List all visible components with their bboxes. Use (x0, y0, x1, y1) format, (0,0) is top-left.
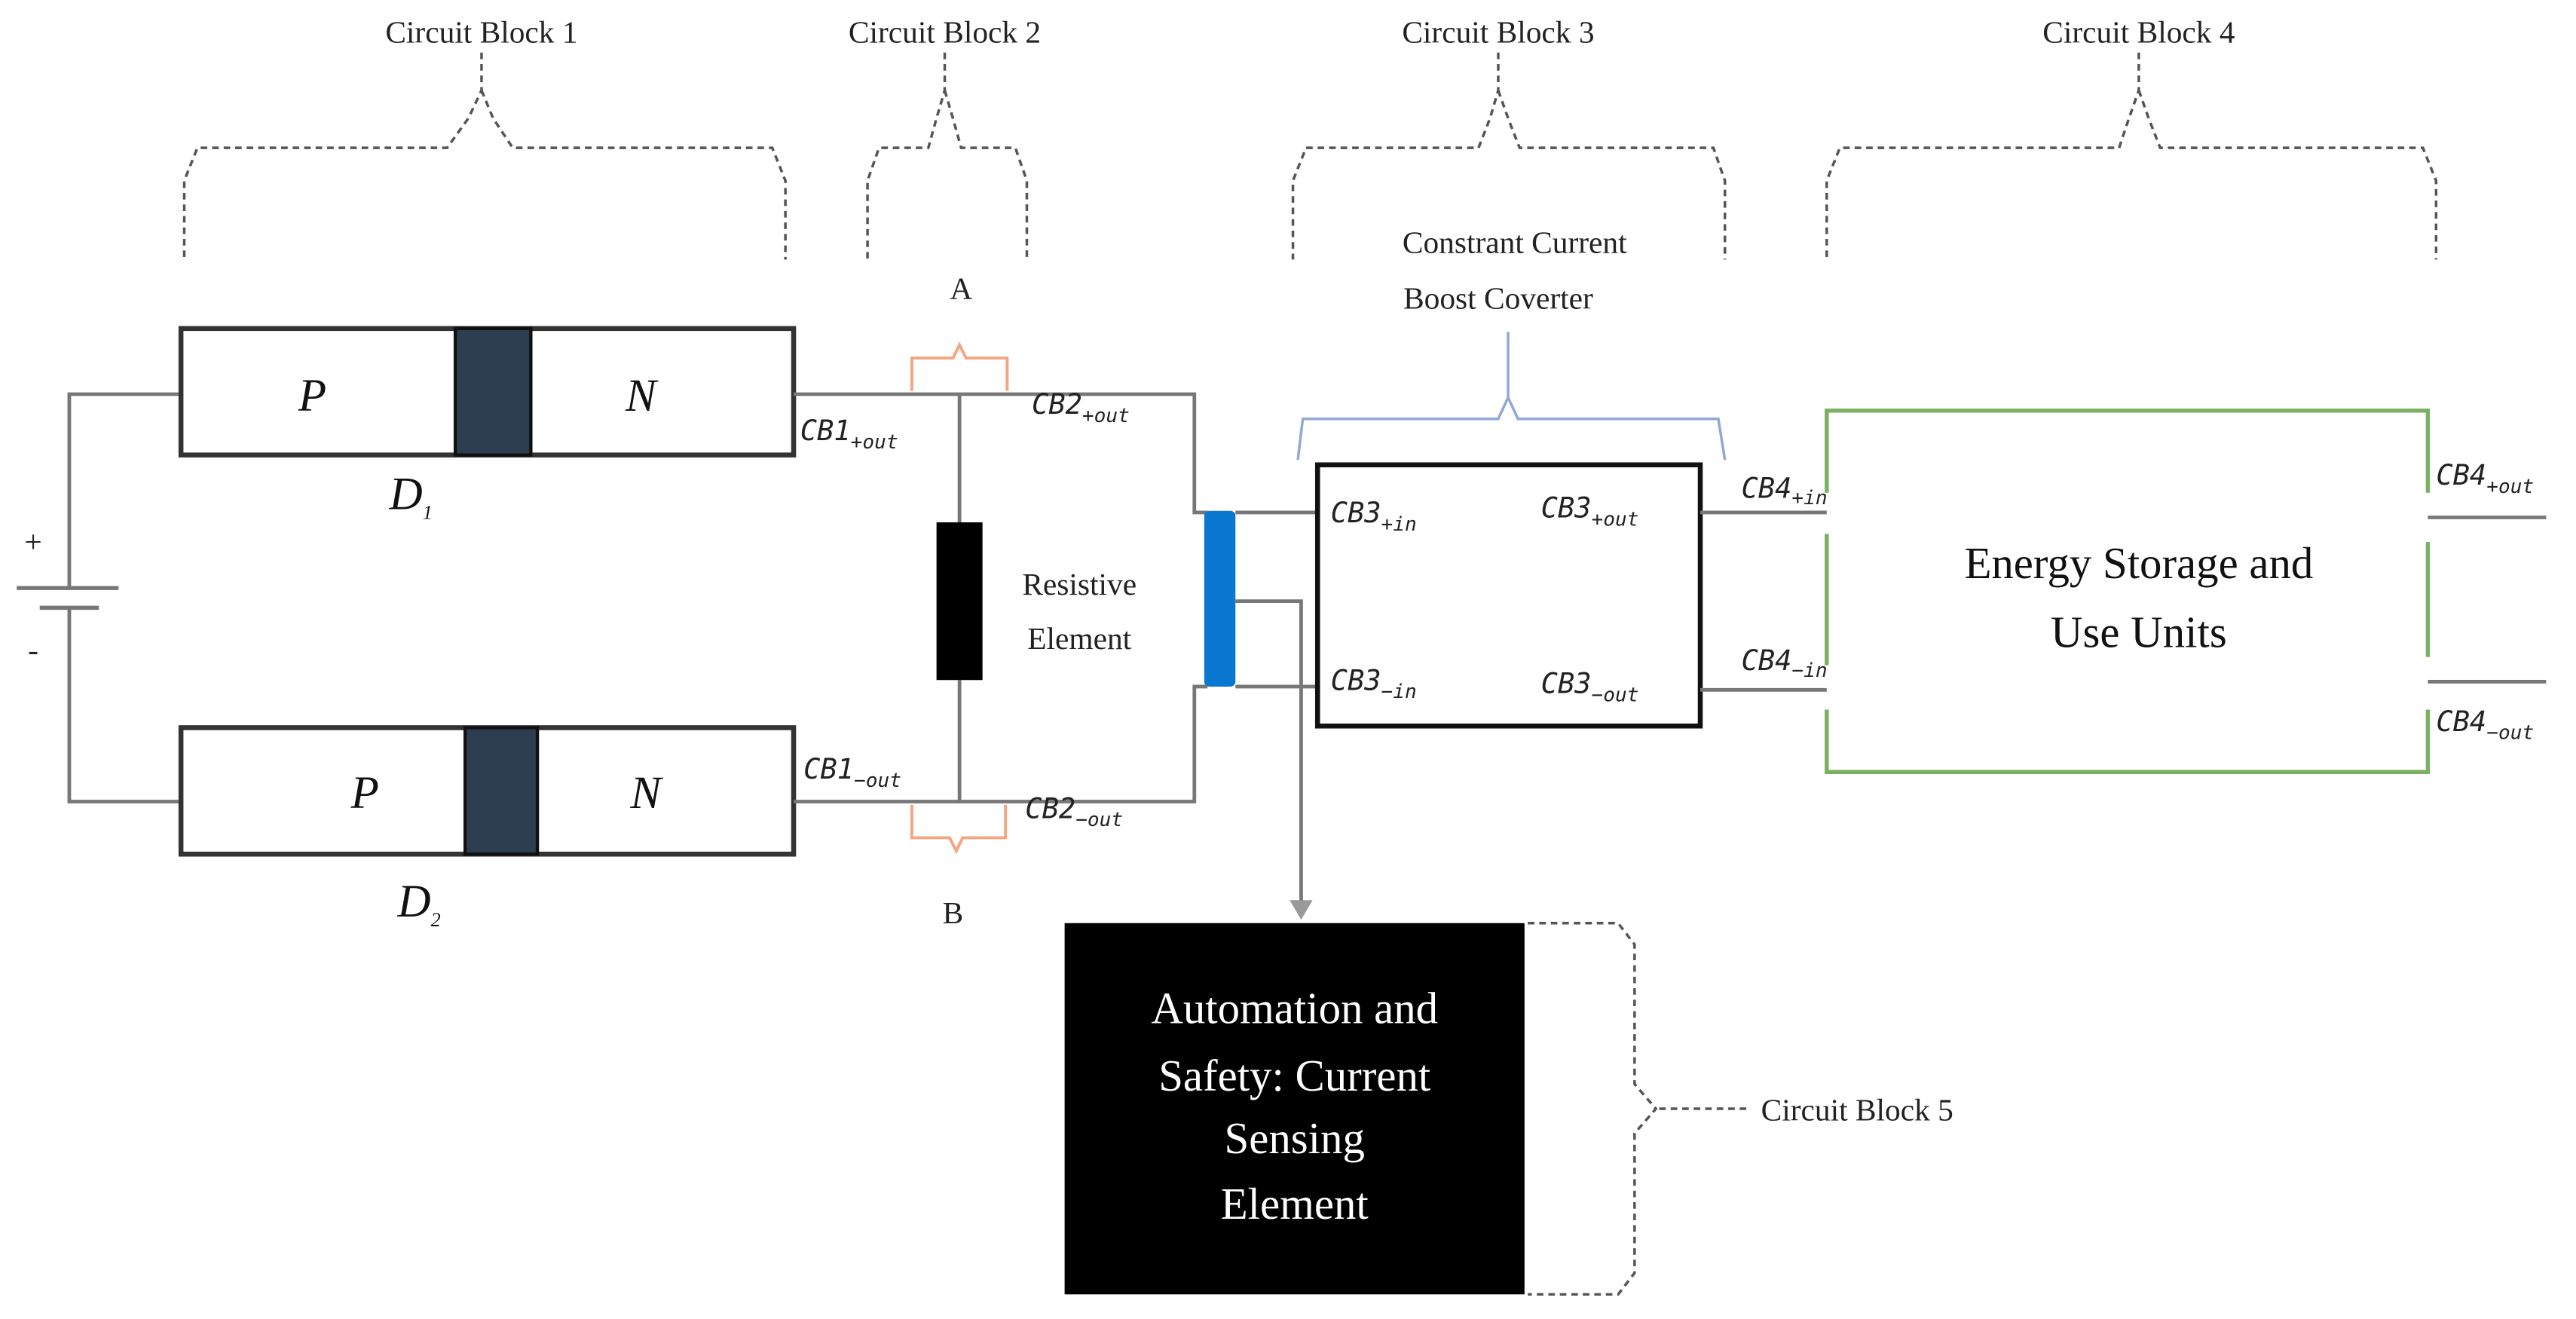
circuit-block-1-brace: Circuit Block 1 (182, 15, 787, 260)
circuit-block-2-label: Circuit Block 2 (849, 15, 1041, 50)
resistive-element (936, 522, 983, 681)
cb2-neg-out-label: CB2−out (1025, 792, 1123, 831)
sensing-label-2: Safety: Current (1158, 1051, 1430, 1100)
node-a-brace (910, 341, 1009, 391)
resistor-label-1: Resistive (1022, 567, 1137, 601)
d2-p-label: P (350, 768, 379, 819)
diode-d2: P N D2 (178, 725, 797, 931)
d1-p-label: P (298, 371, 326, 421)
cb3-pos-in-label: CB3+in (1331, 497, 1417, 536)
circuit-block-4-label: Circuit Block 4 (2042, 15, 2235, 50)
d2-label: D2 (397, 877, 441, 931)
node-b-label: B (943, 895, 964, 930)
sensing-label-4: Element (1221, 1180, 1369, 1229)
node-a-label: A (950, 271, 972, 306)
circuit-block-3-brace: Circuit Block 3 (1291, 15, 1727, 260)
cb3-neg-in-label: CB3−in (1331, 664, 1417, 703)
cb3-pos-out-label: CB3+out (1541, 491, 1639, 531)
battery: + - (17, 392, 182, 803)
d1-n-label: N (625, 371, 659, 421)
d1-label: D1 (389, 470, 433, 524)
circuit-block-1-label: Circuit Block 1 (385, 15, 577, 50)
cb1-pos-out-label: CB1+out (800, 415, 898, 454)
circuit-block-5-brace (1528, 922, 1750, 1296)
node-b-brace (910, 804, 1008, 855)
converter-label-1: Constrant Current (1403, 225, 1627, 260)
current-sensing-element-box (1064, 923, 1525, 1295)
cb4-neg-out-label: CB4−out (2436, 705, 2534, 745)
circuit-block-2-brace: Circuit Block 2 (849, 15, 1041, 260)
cb4-neg-in-label: CB4−in (1741, 644, 1827, 682)
arrow-down-icon (1290, 900, 1313, 920)
cb2-pos-out-label: CB2+out (1032, 388, 1130, 427)
storage-label-2: Use Units (2051, 608, 2227, 657)
circuit-block-3-label: Circuit Block 3 (1402, 15, 1594, 50)
cb3-neg-out-label: CB3−out (1541, 668, 1639, 707)
battery-minus: - (28, 632, 38, 667)
sensing-label-1: Automation and (1151, 984, 1438, 1033)
diode-d1: P N D1 (178, 326, 797, 524)
energy-storage-box (1825, 409, 2431, 775)
circuit-block-5-label: Circuit Block 5 (1761, 1092, 1953, 1127)
converter-brace (1296, 332, 1727, 461)
circuit-block-4-brace: Circuit Block 4 (1825, 15, 2438, 260)
current-sensor-bar (1204, 510, 1236, 687)
sensing-label-3: Sensing (1225, 1114, 1365, 1163)
converter-label-2: Boost Coverter (1403, 281, 1593, 316)
cb4-pos-in-label: CB4+in (1741, 472, 1827, 510)
cb4-pos-out-label: CB4+out (2436, 459, 2534, 498)
boost-converter-box (1314, 462, 1703, 729)
d2-n-label: N (630, 768, 664, 819)
resistor-label-2: Element (1027, 621, 1131, 656)
storage-label-1: Energy Storage and (1964, 539, 2313, 588)
cb1-neg-out-label: CB1−out (803, 753, 901, 792)
battery-plus: + (24, 524, 41, 559)
